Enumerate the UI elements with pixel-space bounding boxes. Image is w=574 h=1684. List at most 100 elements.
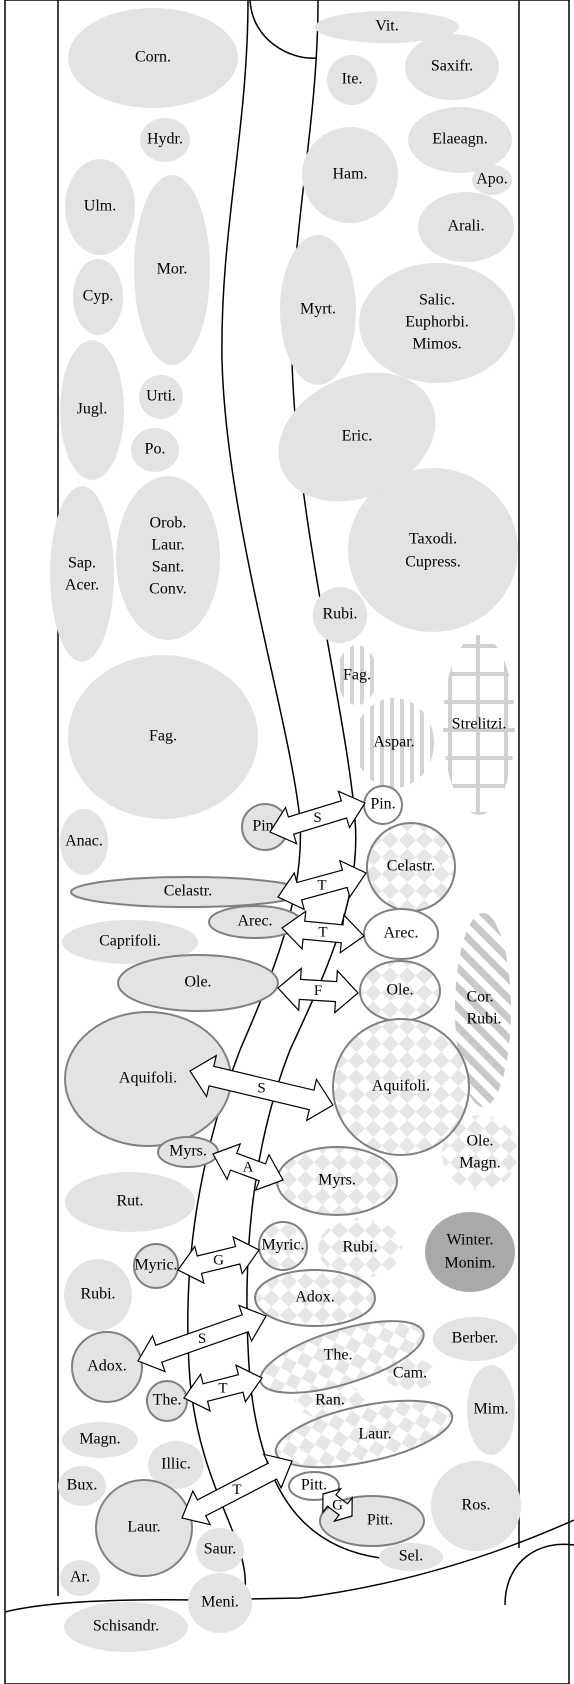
svg-text:Cyp.: Cyp. — [83, 288, 114, 305]
svg-text:Adox.: Adox. — [87, 1358, 127, 1375]
svg-text:Orob.: Orob. — [150, 515, 187, 532]
svg-text:Sap.: Sap. — [68, 555, 96, 572]
node-cam: Cam. — [385, 1358, 435, 1390]
node-aspar: Aspar. — [354, 698, 434, 788]
arrow-shape — [322, 1487, 353, 1523]
arrow-label: T — [318, 924, 327, 940]
svg-text:Jugl.: Jugl. — [77, 401, 108, 418]
node-sap-acer: Sap. Acer. — [50, 486, 114, 662]
arrow-shape — [189, 1054, 334, 1122]
node-rubi-left: Rubi. — [64, 1259, 132, 1331]
node-ros: Ros. — [431, 1461, 521, 1551]
svg-text:Saxifr.: Saxifr. — [431, 58, 473, 75]
node-myrs-right: Myrs. — [276, 1146, 398, 1216]
node-aquifoli-right: Aquifoli. — [332, 1018, 470, 1156]
svg-text:Bux.: Bux. — [67, 1477, 98, 1494]
node-aquifoli-left: Aquifoli. — [64, 1011, 232, 1147]
bottom-right-dome — [504, 1543, 574, 1606]
arrow-label: T — [232, 1482, 241, 1498]
svg-text:Monim.: Monim. — [444, 1255, 495, 1272]
svg-text:Celastr.: Celastr. — [164, 883, 212, 900]
node-myrt: Myrt. — [280, 235, 356, 385]
arrow-shape — [137, 1304, 267, 1373]
node-arec-left: Arec. — [208, 905, 302, 939]
svg-text:Ulm.: Ulm. — [84, 198, 116, 215]
svg-text:Rut.: Rut. — [116, 1193, 143, 1210]
node-winter-monim: Winter. Monim. — [425, 1212, 515, 1292]
svg-text:Urti.: Urti. — [146, 388, 176, 405]
node-ole-magn: Ole. Magn. — [442, 1115, 518, 1191]
svg-text:Mor.: Mor. — [157, 261, 188, 278]
svg-text:Cam.: Cam. — [393, 1365, 427, 1382]
node-caprifoli: Caprifoli. — [62, 920, 198, 964]
svg-text:Salic.: Salic. — [419, 292, 455, 309]
svg-text:Sel.: Sel. — [399, 1548, 423, 1565]
svg-text:Corn.: Corn. — [135, 49, 171, 66]
svg-text:Rubi.: Rubi. — [466, 1011, 501, 1028]
arrow-shape — [177, 1235, 260, 1285]
arrow-label: A — [243, 1159, 254, 1175]
svg-text:Arec.: Arec. — [237, 913, 272, 930]
arrow-shape — [277, 967, 359, 1014]
node-cyp: Cyp. — [73, 259, 123, 335]
svg-text:Taxodi.: Taxodi. — [409, 531, 457, 548]
node-fag-left: Fag. — [68, 655, 258, 819]
node-schisandr: Schisandr. — [64, 1602, 188, 1652]
arrow-label: S — [257, 1080, 265, 1096]
node-myric-right: Myric. — [258, 1221, 308, 1271]
svg-text:The.: The. — [324, 1347, 353, 1364]
svg-text:Mim.: Mim. — [473, 1401, 508, 1418]
svg-text:Ham.: Ham. — [332, 166, 367, 183]
svg-text:Cor.: Cor. — [466, 989, 493, 1006]
node-celastr-right: Celastr. — [366, 822, 456, 912]
svg-text:Hydr.: Hydr. — [147, 131, 183, 148]
arrow-shape — [181, 1453, 293, 1526]
arrow-t3: T — [183, 1364, 263, 1412]
arrow-s2: S — [189, 1054, 334, 1122]
node-laur-left: Laur. — [95, 1479, 193, 1577]
node-rubi-right: Rubi. — [318, 1218, 402, 1278]
svg-text:Rubi.: Rubi. — [342, 1239, 377, 1256]
node-urti: Urti. — [139, 375, 183, 419]
svg-text:Ran.: Ran. — [315, 1392, 345, 1409]
node-arec-right: Arec. — [363, 908, 439, 960]
svg-text:Ole.: Ole. — [184, 974, 211, 991]
arrow-f1: F — [277, 967, 359, 1014]
svg-text:Cupress.: Cupress. — [405, 554, 461, 571]
node-cor-rubi: Cor. Rubi. — [455, 913, 511, 1107]
svg-text:Magn.: Magn. — [79, 1431, 120, 1448]
node-laur-right: Laur. — [274, 1399, 454, 1469]
node-ar: Ar. — [60, 1560, 100, 1596]
arrow-g1: G — [177, 1235, 260, 1285]
svg-text:Euphorbi.: Euphorbi. — [405, 314, 469, 331]
node-rut: Rut. — [65, 1172, 195, 1232]
svg-text:Fag.: Fag. — [149, 728, 177, 745]
svg-text:Conv.: Conv. — [149, 581, 187, 598]
node-fag-right: Fag. — [337, 645, 377, 705]
trunk-top-cap — [249, 0, 317, 59]
node-taxodi: Taxodi. Cupress. — [348, 468, 518, 632]
arrow-label: S — [313, 810, 321, 826]
svg-text:Acer.: Acer. — [65, 577, 99, 594]
node-arali: Arali. — [418, 192, 514, 262]
arrow-label: T — [218, 1380, 227, 1396]
node-adox-left: Adox. — [71, 1331, 143, 1403]
svg-text:Myrs.: Myrs. — [318, 1172, 356, 1189]
svg-text:Adox.: Adox. — [295, 1289, 335, 1306]
svg-text:Laur.: Laur. — [127, 1519, 160, 1536]
svg-text:Myrs.: Myrs. — [169, 1143, 207, 1160]
svg-text:Ole.: Ole. — [386, 982, 413, 999]
node-ole-right: Ole. — [359, 960, 441, 1022]
svg-text:Aquifoli.: Aquifoli. — [372, 1078, 430, 1095]
frame-bottom-curve — [4, 1519, 574, 1613]
arrow-s1: S — [269, 790, 366, 845]
node-the-left: The. — [146, 1380, 188, 1422]
arrow-shape — [183, 1364, 263, 1412]
node-rubi-top: Rubi. — [313, 587, 367, 643]
svg-text:Pin.: Pin. — [370, 796, 395, 813]
node-ulm: Ulm. — [65, 159, 135, 255]
arrow-shape — [281, 910, 365, 954]
node-ite: Ite. — [327, 55, 377, 105]
svg-text:Pitt.: Pitt. — [301, 1477, 327, 1494]
